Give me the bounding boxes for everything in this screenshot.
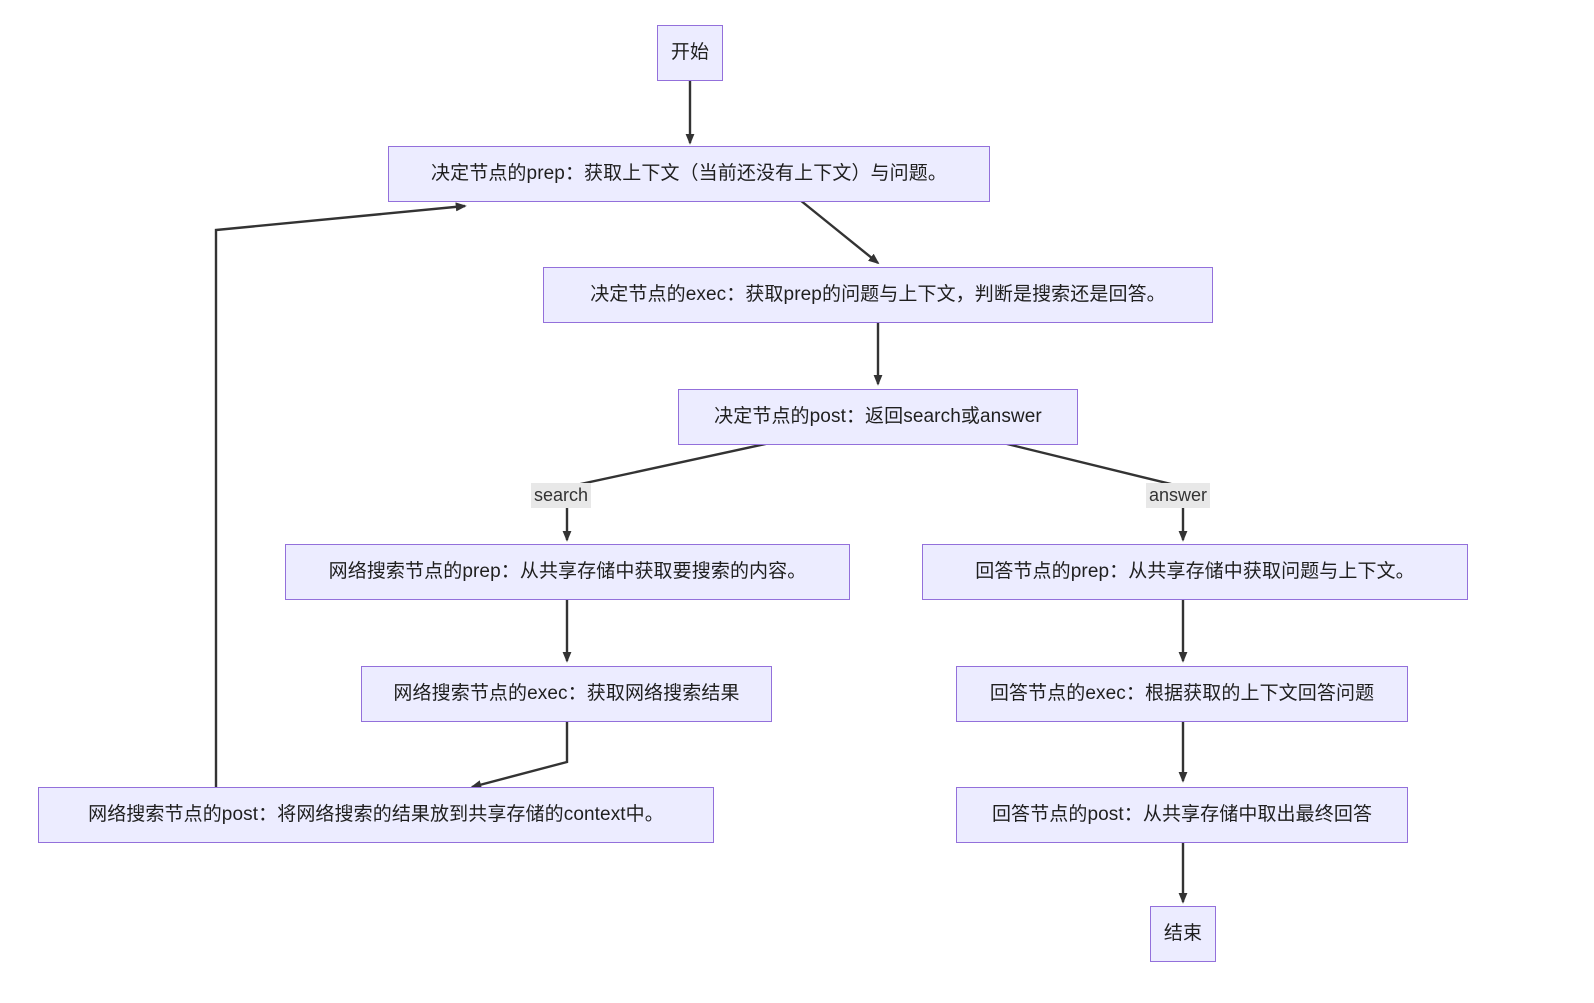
node-search-prep[interactable]: 网络搜索节点的prep：从共享存储中获取要搜索的内容。 <box>285 544 850 600</box>
node-end-label: 结束 <box>1163 922 1203 944</box>
node-answer-exec-label: 回答节点的exec：根据获取的上下文回答问题 <box>989 682 1375 704</box>
node-answer-exec[interactable]: 回答节点的exec：根据获取的上下文回答问题 <box>956 666 1408 722</box>
edge-decide-prep-to-decide-exec <box>799 199 880 265</box>
node-answer-post[interactable]: 回答节点的post：从共享存储中取出最终回答 <box>956 787 1408 843</box>
node-decide-post[interactable]: 决定节点的post：返回search或answer <box>678 389 1078 445</box>
node-search-exec-label: 网络搜索节点的exec：获取网络搜索结果 <box>393 682 740 704</box>
node-start[interactable]: 开始 <box>657 25 723 81</box>
node-answer-post-label: 回答节点的post：从共享存储中取出最终回答 <box>991 803 1373 825</box>
node-end[interactable]: 结束 <box>1150 906 1216 962</box>
node-start-label: 开始 <box>670 41 710 63</box>
node-decide-prep[interactable]: 决定节点的prep：获取上下文（当前还没有上下文）与问题。 <box>388 146 990 202</box>
node-search-prep-label: 网络搜索节点的prep：从共享存储中获取要搜索的内容。 <box>328 560 807 582</box>
node-search-post[interactable]: 网络搜索节点的post：将网络搜索的结果放到共享存储的context中。 <box>38 787 714 843</box>
node-decide-post-label: 决定节点的post：返回search或answer <box>714 405 1042 427</box>
edge-label-search: search <box>531 483 592 508</box>
edge-search-exec-to-search-post <box>470 718 569 790</box>
node-answer-prep-label: 回答节点的prep：从共享存储中获取问题与上下文。 <box>975 560 1415 582</box>
node-answer-prep[interactable]: 回答节点的prep：从共享存储中获取问题与上下文。 <box>922 544 1468 600</box>
edge-decide-post-to-search-prep <box>562 441 771 542</box>
node-decide-prep-label: 决定节点的prep：获取上下文（当前还没有上下文）与问题。 <box>431 162 947 184</box>
edge-label-answer: answer <box>1146 483 1211 508</box>
node-search-exec[interactable]: 网络搜索节点的exec：获取网络搜索结果 <box>361 666 772 722</box>
node-decide-exec[interactable]: 决定节点的exec：获取prep的问题与上下文，判断是搜索还是回答。 <box>543 267 1213 323</box>
node-decide-exec-label: 决定节点的exec：获取prep的问题与上下文，判断是搜索还是回答。 <box>590 283 1166 305</box>
node-search-post-label: 网络搜索节点的post：将网络搜索的结果放到共享存储的context中。 <box>88 803 664 825</box>
